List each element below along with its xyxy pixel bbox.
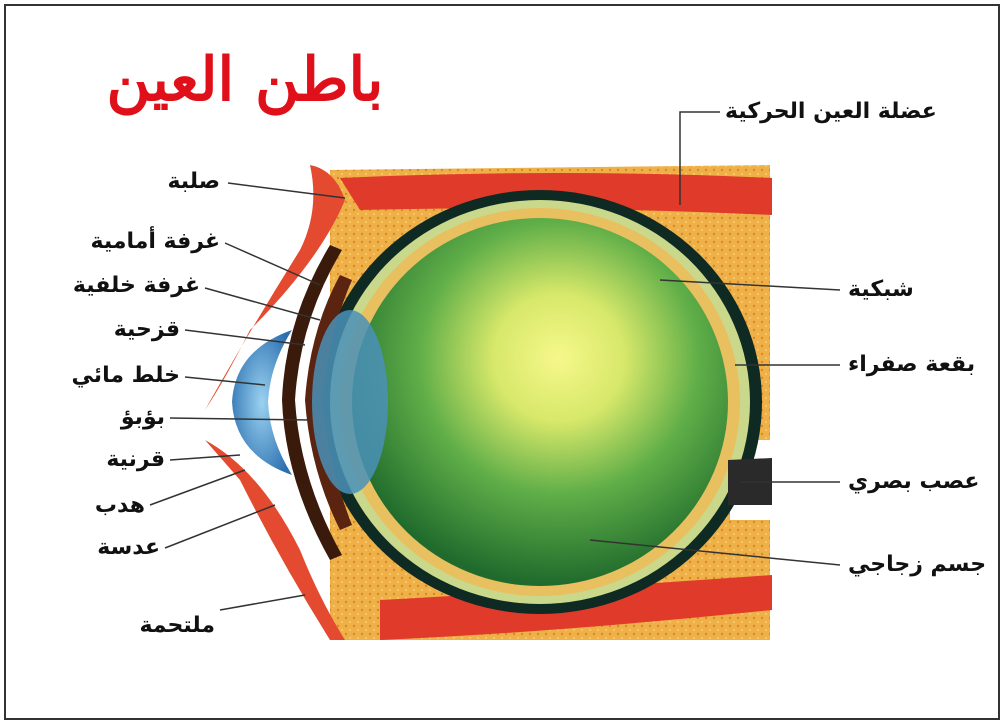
vitreous-body [352, 218, 728, 586]
label-aqueous-humor: خلط مائي [40, 362, 180, 390]
label-lens: عدسة [100, 534, 160, 562]
label-cornea: قرنية [80, 446, 165, 474]
label-eye-muscle: عضلة العين الحركية [725, 98, 965, 126]
label-posterior-chamber: غرفة خلفية [50, 272, 200, 300]
label-conjunctiva: ملتحمة [120, 612, 215, 640]
label-pupil: بؤبؤ [90, 404, 165, 432]
label-vitreous-body: جسم زجاجي [848, 551, 998, 579]
label-sclera: صلبة [150, 168, 220, 196]
label-optic-nerve: عصب بصري [848, 468, 998, 496]
label-eyelash: هدب [90, 492, 145, 520]
label-iris: قزحية [90, 316, 180, 344]
label-anterior-chamber: غرفة أمامية [60, 228, 220, 256]
lens [312, 310, 388, 494]
label-retina: شبكية [848, 276, 958, 304]
label-macula: بقعة صفراء [848, 351, 978, 379]
